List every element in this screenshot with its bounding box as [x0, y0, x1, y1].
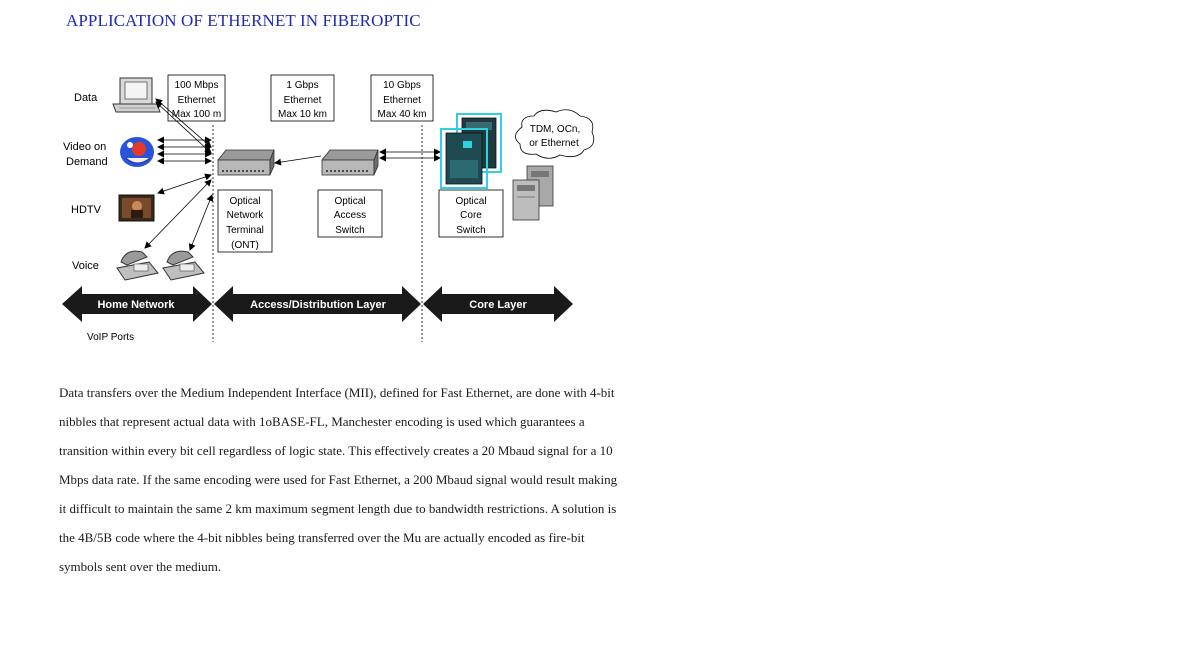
- server-tower-icon: [512, 165, 554, 221]
- link-box-1gbps-line1: 1 Gbps: [286, 80, 318, 91]
- access-switch-box-line3: Switch: [335, 225, 364, 236]
- core-switch-box-line3: Switch: [456, 225, 485, 236]
- body-paragraph: Data transfers over the Medium Independe…: [59, 378, 679, 581]
- link-box-1gbps-line2: Ethernet: [284, 95, 322, 106]
- phone-icon-1: [116, 250, 159, 281]
- computer-icon: [112, 77, 161, 113]
- paragraph-line: transition within every bit cell regardl…: [59, 443, 613, 458]
- core-switch-box-line1: Optical: [455, 196, 486, 207]
- link-box-1gbps: [270, 74, 335, 122]
- cloud-line2: or Ethernet: [529, 138, 579, 149]
- paragraph-line: nibbles that represent actual data with …: [59, 414, 585, 429]
- link-box-10gbps: [370, 74, 434, 122]
- layer-access-distribution: [214, 286, 421, 322]
- link-box-10gbps-line3: Max 40 km: [378, 109, 427, 120]
- link-box-100mbps-line3: Max 100 m: [172, 109, 221, 120]
- layer-home-network-label: Home Network: [97, 299, 175, 311]
- phone-icon-2: [162, 250, 205, 281]
- endpoint-arrows: [144, 98, 214, 251]
- label-vod-2: Demand: [66, 156, 108, 168]
- layer-core-label: Core Layer: [469, 299, 527, 311]
- layer-core: [423, 286, 573, 322]
- link-box-100mbps-line2: Ethernet: [178, 95, 216, 106]
- network-cloud-icon: [515, 109, 595, 159]
- layer-access-distribution-label: Access/Distribution Layer: [250, 299, 386, 311]
- link-box-100mbps-line1: 100 Mbps: [175, 80, 219, 91]
- link-box-10gbps-line2: Ethernet: [383, 95, 421, 106]
- voip-ports-label: VoIP Ports: [87, 332, 134, 343]
- link-box-1gbps-line3: Max 10 km: [278, 109, 327, 120]
- core-switch-box: [438, 189, 504, 238]
- hdtv-icon: [118, 194, 155, 222]
- ethernet-diagram: Data Video on Demand HDTV Voice: [62, 74, 595, 343]
- layer-home-network: [62, 286, 212, 322]
- core-switch-icon: [440, 113, 502, 189]
- label-voice: Voice: [72, 260, 99, 272]
- ont-box-line4: (ONT): [231, 240, 259, 251]
- ont-box: [217, 189, 273, 253]
- access-switch-box: [317, 189, 383, 238]
- label-hdtv: HDTV: [71, 204, 102, 216]
- label-vod-1: Video on: [63, 141, 106, 153]
- paragraph-line: symbols sent over the medium.: [59, 559, 222, 574]
- link-box-10gbps-line1: 10 Gbps: [383, 80, 421, 91]
- paragraph-line: the 4B/5B code where the 4-bit nibbles b…: [59, 530, 585, 545]
- video-on-demand-icon: [120, 137, 154, 167]
- access-switch-icon: [321, 149, 379, 176]
- core-switch-box-line2: Core: [460, 210, 482, 221]
- label-data: Data: [74, 92, 98, 104]
- cloud-line1: TDM, OCn,: [530, 124, 581, 135]
- paragraph-line: it difficult to maintain the same 2 km m…: [59, 501, 617, 516]
- ont-box-line3: Terminal: [226, 225, 264, 236]
- access-switch-box-line1: Optical: [334, 196, 365, 207]
- device-links: [274, 148, 441, 166]
- paragraph-line: Data transfers over the Medium Independe…: [59, 385, 615, 400]
- ont-device-icon: [217, 149, 275, 176]
- access-switch-box-line2: Access: [334, 210, 366, 221]
- ont-box-line1: Optical: [229, 196, 260, 207]
- ont-box-line2: Network: [227, 210, 265, 221]
- page-title: APPLICATION OF ETHERNET IN FIBEROPTIC: [66, 11, 421, 30]
- paragraph-line: Mbps data rate. If the same encoding wer…: [59, 472, 618, 487]
